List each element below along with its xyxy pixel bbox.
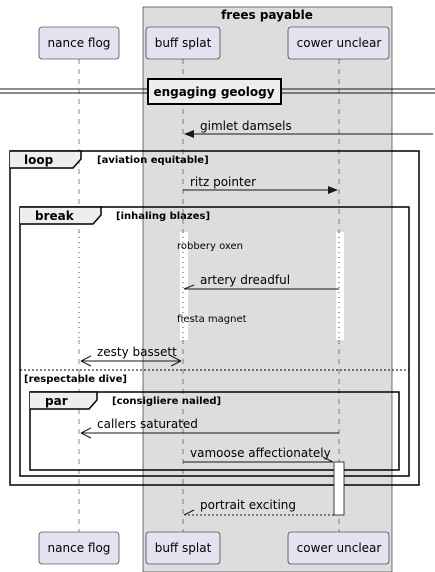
svg-text:nance flog: nance flog xyxy=(48,541,111,555)
message-vamoose-affectionately: vamoose affectionately xyxy=(183,446,334,463)
message-zesty-bassett: zesty bassett xyxy=(80,345,182,367)
participant-cower-unclear-top: cower unclear xyxy=(287,26,390,60)
svg-text:[consigliere nailed]: [consigliere nailed] xyxy=(112,396,221,407)
svg-text:buff splat: buff splat xyxy=(155,541,212,555)
activation-bar-cower-unclear xyxy=(333,461,345,516)
svg-text:artery dreadful: artery dreadful xyxy=(200,273,290,287)
svg-text:[aviation equitable]: [aviation equitable] xyxy=(97,155,209,166)
svg-text:break: break xyxy=(35,209,75,223)
svg-text:engaging geology: engaging geology xyxy=(153,85,274,99)
message-artery-dreadful: artery dreadful xyxy=(183,273,339,290)
svg-text:cower unclear: cower unclear xyxy=(297,541,382,555)
group-box-label: frees payable xyxy=(221,8,313,22)
participant-nance-flog-top: nance flog xyxy=(38,26,120,60)
divider-engaging-geology: engaging geology xyxy=(0,78,435,105)
svg-text:[respectable dive]: [respectable dive] xyxy=(24,374,127,385)
svg-text:vamoose affectionately: vamoose affectionately xyxy=(190,446,331,460)
svg-text:ritz pointer: ritz pointer xyxy=(190,175,256,189)
message-ritz-pointer: ritz pointer xyxy=(183,175,338,194)
svg-text:portrait exciting: portrait exciting xyxy=(200,498,296,512)
svg-text:zesty bassett: zesty bassett xyxy=(97,345,177,359)
svg-text:[inhaling blazes]: [inhaling blazes] xyxy=(116,211,210,222)
participant-buff-splat-bottom: buff splat xyxy=(145,531,221,565)
participant-buff-splat-top: buff splat xyxy=(145,26,221,60)
delay-note-robbery-oxen: robbery oxen xyxy=(177,241,243,252)
svg-text:nance flog: nance flog xyxy=(48,36,111,50)
participant-nance-flog-bottom: nance flog xyxy=(38,531,120,565)
fragment-loop: loop [aviation equitable] xyxy=(9,150,420,486)
delay-note-fiesta-magnet: fiesta magnet xyxy=(177,314,247,325)
message-gimlet-damsels: gimlet damsels xyxy=(184,119,433,138)
message-portrait-exciting: portrait exciting xyxy=(183,498,334,516)
svg-text:loop: loop xyxy=(24,153,54,167)
fragment-break: break [inhaling blazes] [respectable div… xyxy=(19,206,410,477)
svg-text:cower unclear: cower unclear xyxy=(297,36,382,50)
svg-text:callers saturated: callers saturated xyxy=(97,417,198,431)
fragment-par: par [consigliere nailed] xyxy=(29,391,400,471)
svg-text:gimlet damsels: gimlet damsels xyxy=(200,119,292,133)
svg-text:buff splat: buff splat xyxy=(155,36,212,50)
message-callers-saturated: callers saturated xyxy=(80,417,339,439)
participant-cower-unclear-bottom: cower unclear xyxy=(287,531,390,565)
svg-text:par: par xyxy=(45,394,68,408)
